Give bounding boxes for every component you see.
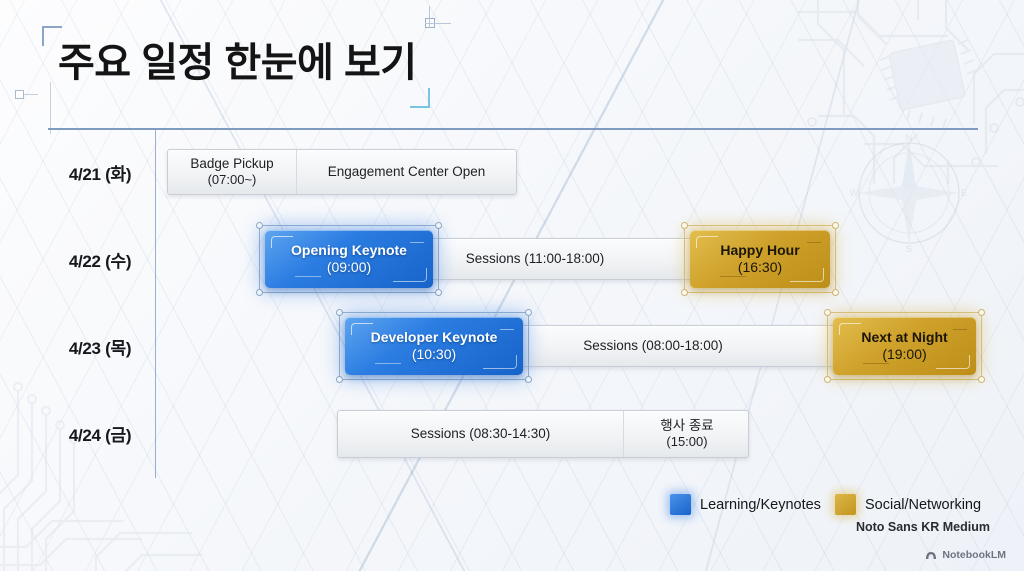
segment-label: Engagement Center Open (327, 163, 486, 179)
segment-label: Sessions (11:00-18:00) (465, 250, 605, 266)
notebooklm-watermark: NotebookLM (925, 549, 1006, 561)
timeline-rule-4 (48, 128, 978, 130)
event-chip-social[interactable]: Happy Hour (16:30) (690, 230, 830, 288)
row-day-label: 4/21 (화) (68, 164, 132, 184)
row-track: Badge Pickup (07:00~) Engagement Center … (155, 129, 978, 215)
notebooklm-icon (926, 552, 937, 559)
schedule-segment[interactable]: Sessions (08:30-14:30) (338, 411, 623, 457)
legend-label: Learning/Keynotes (700, 496, 821, 513)
legend-swatch-gold-icon (835, 494, 856, 515)
title-corner-bracket-bottomright (410, 88, 430, 108)
event-time: (09:00) (326, 259, 372, 275)
schedule-bar-gray[interactable]: Badge Pickup (07:00~) Engagement Center … (167, 149, 517, 195)
row-day-label: 4/24 (금) (68, 425, 132, 445)
table-row: 4/21 (화) Badge Pickup (07:00~) Engagemen… (48, 129, 978, 215)
segment-time: (07:00~) (207, 172, 257, 188)
event-time: (10:30) (411, 346, 457, 362)
schedule-segment[interactable]: Sessions (11:00-18:00) (276, 239, 794, 279)
title-left-rule (50, 82, 51, 134)
event-chip-keynote[interactable]: Developer Keynote (10:30) (345, 317, 523, 375)
row-day-label: 4/23 (목) (68, 338, 132, 358)
legend-swatch-blue-icon (670, 494, 691, 515)
event-label: Next at Night (861, 328, 948, 345)
title-guide-line-vertical (429, 6, 430, 28)
segment-time: (15:00) (666, 434, 708, 450)
segment-label: Sessions (08:30-14:30) (410, 425, 551, 441)
title-block: 주요 일정 한눈에 보기 (15, 6, 451, 134)
watermark-label: NotebookLM (942, 549, 1006, 561)
event-label: Opening Keynote (291, 241, 407, 258)
schedule-segment[interactable]: 행사 종료 (15:00) (623, 411, 750, 457)
row-track: Sessions (08:00-18:00) Developer Keynote… (155, 303, 985, 389)
schedule-segment[interactable]: Badge Pickup (07:00~) (168, 150, 296, 194)
event-chip-social[interactable]: Next at Night (19:00) (833, 317, 976, 375)
title-tick-line (20, 94, 38, 95)
page-title: 주요 일정 한눈에 보기 (58, 41, 417, 85)
timeline-column-divider (155, 128, 157, 478)
legend-font-note: Noto Sans KR Medium (855, 520, 990, 534)
title-tick-marker (15, 90, 24, 99)
legend-item-learning[interactable]: Learning/Keynotes (670, 494, 821, 515)
row-track: Sessions (11:00-18:00) Opening Keynote (… (155, 216, 978, 302)
event-chip-keynote[interactable]: Opening Keynote (09:00) (265, 230, 433, 288)
segment-label: Sessions (08:00-18:00) (583, 337, 723, 353)
table-row: 4/24 (금) Sessions (08:30-14:30) 행사 종료 (1… (48, 390, 978, 476)
schedule-bar-gray[interactable]: Sessions (08:30-14:30) 행사 종료 (15:00) (337, 410, 749, 458)
event-label: Developer Keynote (370, 328, 498, 345)
event-label: Happy Hour (720, 241, 800, 258)
event-time: (16:30) (737, 259, 783, 275)
event-time: (19:00) (882, 346, 927, 362)
schedule-segment[interactable]: Engagement Center Open (296, 150, 516, 194)
title-guide-line-horizontal (425, 23, 451, 24)
segment-label: 행사 종료 (660, 417, 714, 433)
row-track: Sessions (08:30-14:30) 행사 종료 (15:00) (155, 390, 978, 476)
title-corner-bracket-topleft (42, 26, 62, 46)
schedule-segment[interactable]: Sessions (08:00-18:00) (356, 326, 950, 366)
timeline-chart: 4/21 (화) Badge Pickup (07:00~) Engagemen… (48, 128, 985, 478)
table-row: 4/22 (수) Sessions (11:00-18:00) Opening … (48, 216, 978, 302)
row-day-label: 4/22 (수) (68, 251, 132, 271)
table-row: 4/23 (목) Sessions (08:00-18:00) Develope… (48, 303, 985, 389)
legend-label: Social/Networking (865, 496, 982, 513)
segment-label: Badge Pickup (190, 155, 274, 171)
legend: Learning/Keynotes Social/Networking Noto… (670, 492, 990, 550)
legend-item-social[interactable]: Social/Networking (835, 494, 981, 515)
